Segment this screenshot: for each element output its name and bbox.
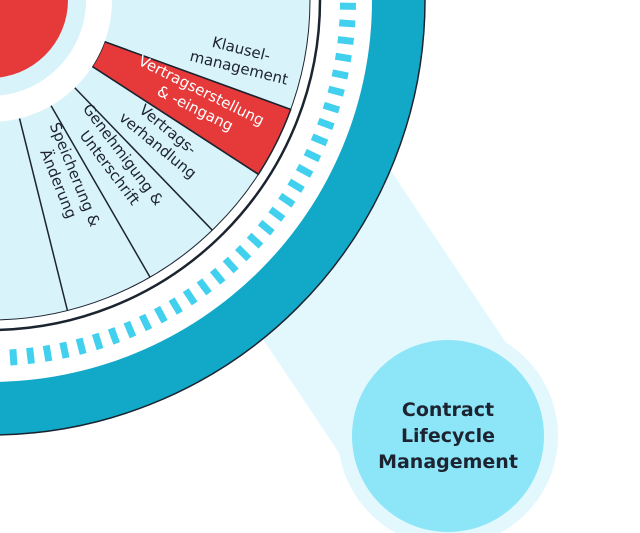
dash-mark [59, 341, 70, 359]
dash-mark [196, 278, 212, 296]
center-title-line: Contract [401, 399, 495, 421]
dash-mark [317, 117, 335, 130]
dash-mark [107, 327, 120, 345]
hub-core [0, 0, 68, 78]
center-title-line: Lifecycle [400, 425, 496, 447]
dash-mark [339, 19, 356, 28]
dash-mark [168, 297, 183, 315]
dash-mark [322, 101, 341, 114]
dash-mark [246, 232, 264, 249]
dash-mark [331, 69, 349, 80]
segment-divider [50, 105, 151, 278]
wheel [0, 0, 426, 436]
dash-mark [42, 344, 53, 362]
dash-mark [268, 206, 286, 222]
dash-mark [75, 337, 87, 355]
dash-mark [222, 256, 239, 274]
center-circle [352, 340, 544, 532]
dash-mark [9, 349, 18, 366]
dash-mark [91, 332, 104, 351]
dash-mark [123, 320, 137, 339]
dash-mark [278, 192, 296, 208]
dash-mark [337, 36, 355, 45]
dash-mark [182, 288, 198, 306]
segment-divider [74, 87, 213, 231]
dash-mark [334, 52, 352, 63]
dash-ring [9, 2, 357, 366]
segment-divider [91, 65, 259, 175]
segment-dividers [18, 41, 291, 311]
dash-mark [303, 148, 322, 163]
dash-mark [26, 347, 35, 365]
dash-mark [295, 163, 314, 178]
dash-mark [257, 219, 275, 236]
center-title-line: Management [378, 451, 518, 473]
segment-divider [18, 118, 69, 311]
dash-mark [153, 305, 168, 324]
dash-mark [310, 133, 329, 147]
segment-divider [104, 41, 291, 111]
dash-mark [287, 178, 305, 193]
center-title: Contract Lifecycle Management [352, 340, 544, 532]
dash-mark [209, 267, 226, 285]
dash-mark [327, 85, 345, 97]
dash-mark [138, 313, 153, 332]
dash-mark [235, 245, 252, 262]
